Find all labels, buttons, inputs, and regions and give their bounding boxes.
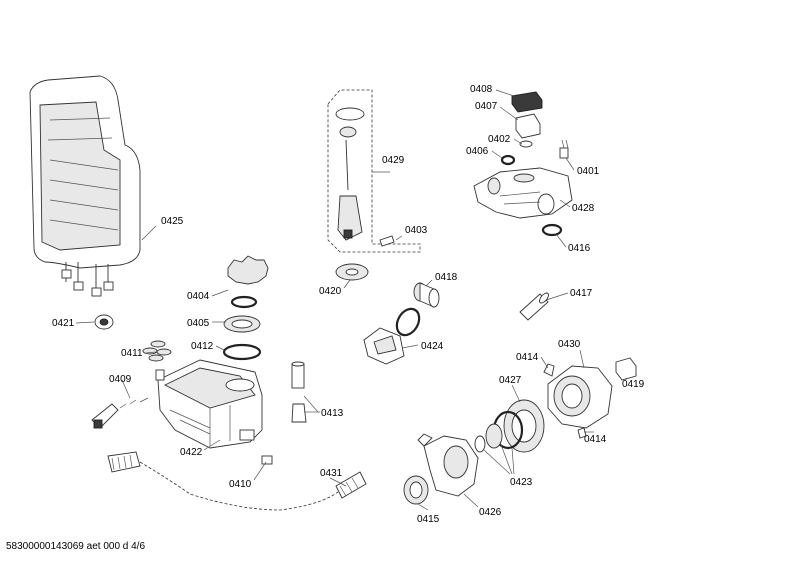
label-0417: 0417 xyxy=(570,288,593,299)
label-0401: 0401 xyxy=(577,166,600,177)
label-0420: 0420 xyxy=(319,286,342,297)
part-0414a-drawing xyxy=(543,363,555,377)
part-0405-drawing xyxy=(223,315,261,333)
part-0415-drawing xyxy=(403,475,429,505)
label-0412: 0412 xyxy=(191,341,214,352)
label-0426: 0426 xyxy=(479,507,502,518)
label-0406: 0406 xyxy=(466,146,489,157)
label-0416: 0416 xyxy=(568,243,591,254)
label-0402: 0402 xyxy=(488,134,511,145)
part-0401-drawing xyxy=(559,139,569,159)
label-0410: 0410 xyxy=(229,479,252,490)
label-0429: 0429 xyxy=(382,155,405,166)
part-0413-drawing xyxy=(291,361,307,423)
leader-lines xyxy=(75,89,627,511)
label-0430: 0430 xyxy=(558,339,581,350)
label-0404: 0404 xyxy=(187,291,210,302)
part-0426-drawing xyxy=(417,433,479,497)
part-0416-drawing xyxy=(541,223,563,237)
part-0428-drawing xyxy=(473,167,573,219)
label-0428: 0428 xyxy=(572,203,595,214)
part-0421-drawing xyxy=(94,314,114,330)
part-0408-drawing xyxy=(511,91,543,113)
part-0425-drawing xyxy=(29,75,141,297)
part-0410-drawing xyxy=(261,455,273,465)
part-0420-drawing xyxy=(335,263,369,281)
label-0427: 0427 xyxy=(499,375,522,386)
label-0405: 0405 xyxy=(187,318,210,329)
label-0411: 0411 xyxy=(121,348,143,359)
label-0418: 0418 xyxy=(435,272,458,283)
part-0418-drawing xyxy=(413,282,440,308)
label-0414-upper: 0414 xyxy=(516,352,539,363)
part-0422-drawing xyxy=(155,359,263,449)
part-0424-ring-drawing xyxy=(395,307,421,337)
part-0402-drawing xyxy=(519,140,533,148)
part-0407-drawing xyxy=(515,113,541,139)
part-0412-drawing xyxy=(222,343,262,361)
part-0417-drawing xyxy=(519,292,549,321)
part-0430-drawing xyxy=(547,365,613,429)
part-0424-drawing xyxy=(363,327,405,365)
part-0427-drawing xyxy=(503,399,545,453)
part-0429-drawing xyxy=(327,89,421,253)
part-0404-drawing xyxy=(227,255,269,285)
part-0405-ring-drawing xyxy=(230,295,258,309)
label-0422: 0422 xyxy=(180,447,203,458)
label-0413: 0413 xyxy=(321,408,344,419)
part-0414b-drawing xyxy=(577,427,587,439)
part-0411-drawing xyxy=(142,340,172,362)
part-0423-drawing xyxy=(474,410,524,453)
label-0408: 0408 xyxy=(470,84,493,95)
label-0421: 0421 xyxy=(52,318,75,329)
label-0419: 0419 xyxy=(622,379,645,390)
label-0407: 0407 xyxy=(475,101,498,112)
label-0423: 0423 xyxy=(510,477,533,488)
label-0425: 0425 xyxy=(161,216,184,227)
label-0431: 0431 xyxy=(320,468,343,479)
hose-drawing xyxy=(107,451,339,511)
label-0403: 0403 xyxy=(405,225,428,236)
part-0419-drawing xyxy=(615,357,637,381)
label-0415: 0415 xyxy=(417,514,440,525)
label-0414-lower: 0414 xyxy=(584,434,607,445)
label-0424: 0424 xyxy=(421,341,444,352)
document-reference: 58300000143069 aet 000 d 4/6 xyxy=(6,541,146,552)
part-0406-drawing xyxy=(500,154,516,166)
part-0409-drawing xyxy=(91,397,149,429)
label-0409: 0409 xyxy=(109,374,132,385)
part-0431-drawing xyxy=(335,471,367,499)
